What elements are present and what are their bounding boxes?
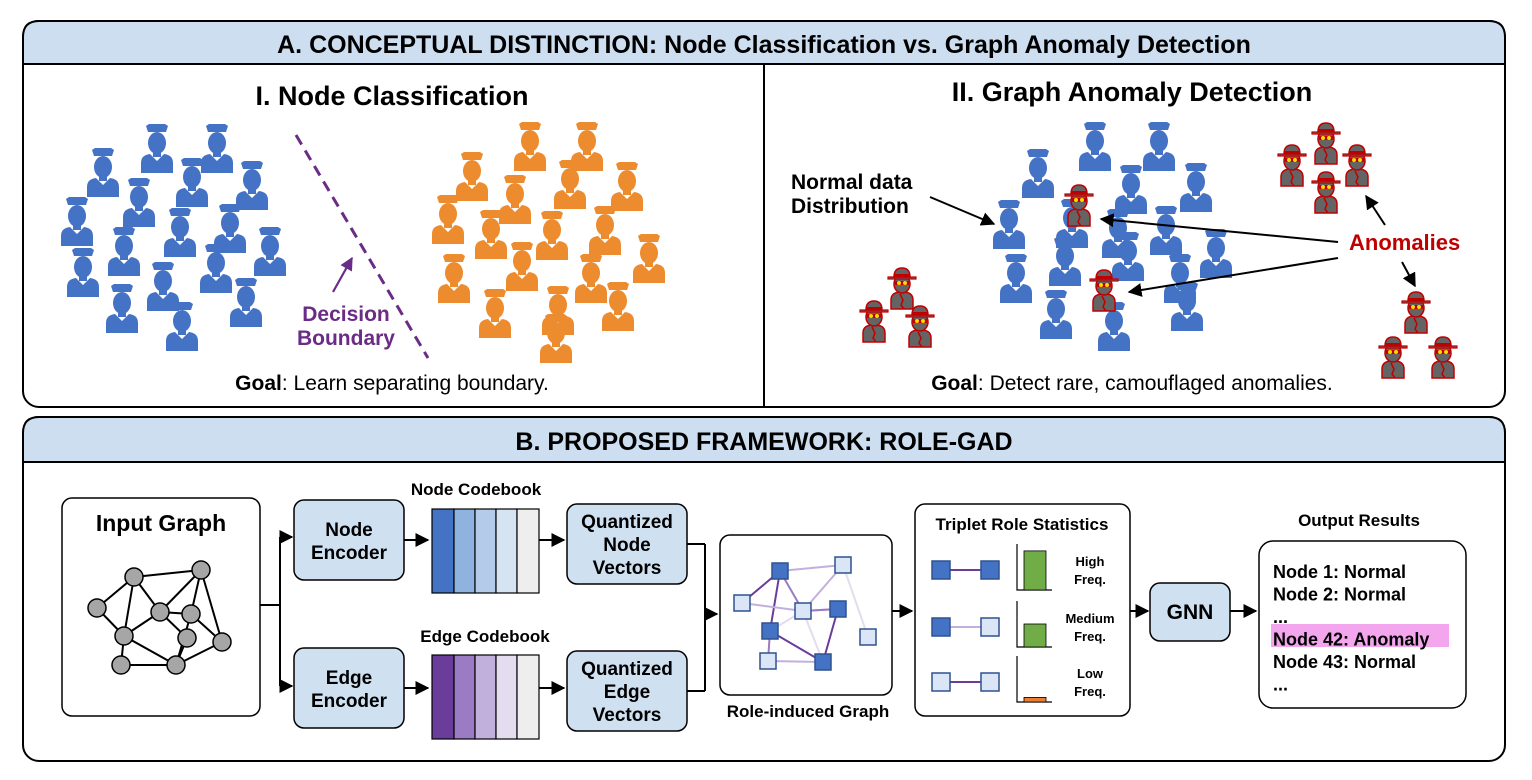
input-split-arrows [260, 530, 294, 693]
graph-anomaly-title: II. Graph Anomaly Detection [952, 77, 1313, 107]
node-codebook-label: Node Codebook [411, 480, 542, 499]
triplet-title: Triplet Role Statistics [936, 515, 1109, 534]
freq-label: Low [1077, 666, 1104, 681]
node-encoder-line2: Encoder [311, 543, 388, 564]
qedge-line3: Vectors [593, 705, 662, 726]
output-line: ... [1273, 675, 1288, 695]
triplet-node [980, 560, 1000, 580]
goal-left-text: : Learn separating boundary. [282, 372, 549, 395]
normal-label-line1: Normal data [791, 171, 913, 194]
freq-bar [1023, 697, 1047, 703]
section-a-title: A. CONCEPTUAL DISTINCTION: Node Classifi… [277, 31, 1251, 59]
edge-encoder-line2: Encoder [311, 691, 388, 712]
freq-bar [1023, 550, 1047, 591]
freq-label: Medium [1065, 611, 1114, 626]
output-highlight [1271, 624, 1449, 647]
qnode-line3: Vectors [593, 558, 662, 579]
anomalies-label: Anomalies [1349, 230, 1460, 255]
anomaly-arrow-2 [1127, 257, 1339, 297]
decision-boundary-line [294, 134, 430, 359]
qedge-line1: Quantized [581, 659, 673, 680]
triplet-node [980, 617, 1000, 637]
output-title: Output Results [1298, 511, 1420, 530]
input-graph-nodes [87, 560, 232, 675]
goal-left-bold: Goal [235, 372, 282, 395]
triplet-node [931, 560, 951, 580]
node-classification-title: I. Node Classification [255, 81, 528, 111]
freq-label: High [1076, 554, 1105, 569]
output-line: ... [1273, 607, 1288, 627]
triplet-node [931, 617, 951, 637]
normal-label-line2: Distribution [791, 195, 909, 218]
output-line: Node 42: Anomaly [1273, 630, 1429, 650]
qedge-line2: Edge [604, 682, 650, 703]
normal-arrow [929, 196, 996, 226]
qnode-line2: Node [603, 535, 651, 556]
triplet-node [931, 672, 951, 692]
qnode-line1: Quantized [581, 512, 673, 533]
freq-label-suffix: Freq. [1074, 684, 1106, 699]
section-b-title: B. PROPOSED FRAMEWORK: ROLE-GAD [515, 428, 1012, 456]
gnn-label: GNN [1167, 601, 1214, 624]
anomaly-arrow-3 [1365, 194, 1386, 226]
output-line: Node 43: Normal [1273, 652, 1416, 672]
anomaly-arrow-1 [1099, 213, 1339, 243]
role-graph-nodes [733, 556, 877, 671]
output-line: Node 2: Normal [1273, 585, 1406, 605]
anomaly-arrow-4 [1401, 261, 1416, 288]
freq-label-suffix: Freq. [1074, 572, 1106, 587]
goal-right-text: : Detect rare, camouflaged anomalies. [978, 372, 1333, 395]
edge-codebook [431, 654, 540, 740]
goal-left: Goal: Learn separating boundary. [235, 372, 549, 395]
merge-arrows [687, 543, 719, 692]
role-graph-label: Role-induced Graph [727, 702, 889, 721]
boundary-arrow [332, 256, 353, 293]
boundary-label-line1: Decision [302, 303, 390, 326]
input-graph-label: Input Graph [96, 510, 226, 536]
freq-label-suffix: Freq. [1074, 629, 1106, 644]
edge-encoder-line1: Edge [326, 668, 372, 689]
section-a-panel [22, 20, 1506, 408]
goal-right: Goal: Detect rare, camouflaged anomalies… [931, 372, 1333, 395]
node-encoder-line1: Node [325, 520, 373, 541]
boundary-label-line2: Boundary [297, 327, 395, 350]
edge-codebook-label: Edge Codebook [420, 627, 550, 646]
goal-right-bold: Goal [931, 372, 978, 395]
node-codebook [431, 508, 540, 594]
freq-bar [1023, 623, 1047, 648]
triplet-node [980, 672, 1000, 692]
output-line: Node 1: Normal [1273, 562, 1406, 582]
